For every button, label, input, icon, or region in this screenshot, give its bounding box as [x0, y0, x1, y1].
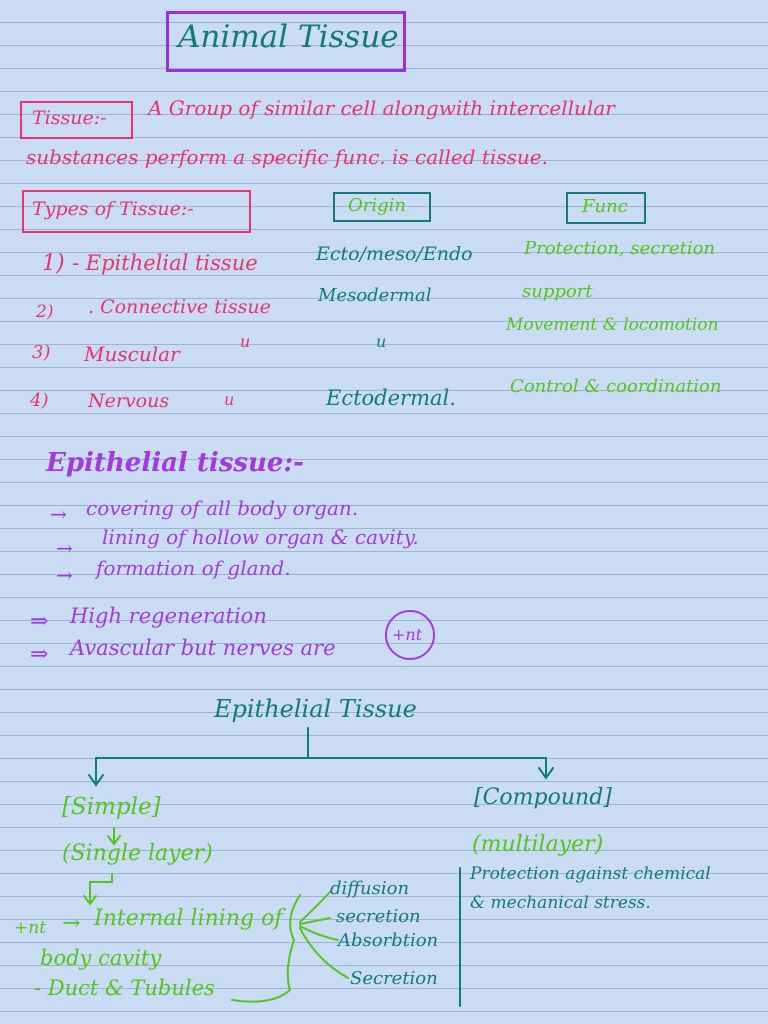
row-3-origin: u	[376, 332, 387, 351]
types-header: Types of Tissue:-	[32, 198, 194, 220]
compound-label: [Compound]	[474, 785, 612, 810]
epithelial-heading: Epithelial tissue:-	[46, 448, 304, 478]
row-2-origin: Mesodermal	[318, 285, 432, 306]
row-4-func: Control & coordination	[510, 376, 722, 397]
point-1: covering of all body organ.	[86, 496, 359, 520]
func-absorbtion: Absorbtion	[338, 930, 439, 951]
row-1-func: Protection, secretion	[524, 238, 716, 259]
compound-func-1: Protection against chemical	[470, 864, 711, 884]
internal-lining: Internal lining of	[94, 906, 283, 931]
row-2-func: support	[522, 281, 593, 302]
nt-circle	[385, 610, 435, 660]
duct-tubules: - Duct & Tubules	[34, 976, 215, 1000]
func-diffusion: diffusion	[330, 878, 410, 899]
origin-header-box	[333, 192, 431, 222]
simple-sub: (Single layer)	[62, 841, 213, 866]
func-header-box	[566, 192, 646, 224]
page-title: Animal Tissue	[178, 19, 399, 55]
row-1-origin: Ecto/meso/Endo	[316, 243, 473, 265]
nt-prefix: +nt	[14, 918, 47, 938]
tissue-label-box	[20, 101, 133, 139]
point-2: lining of hollow organ & cavity.	[102, 525, 419, 549]
fact-1-arrow: ⇒	[30, 609, 49, 634]
definition-line-2: substances perform a specific func. is c…	[26, 145, 548, 169]
compound-sub: (multilayer)	[472, 832, 604, 857]
nt-circle-text: +nt	[392, 625, 423, 644]
tissue-label: Tissue:-	[32, 107, 107, 129]
body-cavity: body cavity	[40, 946, 162, 970]
row-2-name: . Connective tissue	[88, 296, 271, 318]
row-4-number: 4)	[30, 390, 49, 411]
func-secretion-2: Secretion	[350, 968, 438, 989]
types-header-box	[22, 190, 251, 233]
row-2-number: 2)	[36, 302, 54, 322]
internal-lining-arrow: →	[62, 911, 81, 936]
title-box	[166, 11, 406, 72]
func-header: Func	[582, 196, 628, 217]
row-3-ditto: u	[240, 332, 251, 351]
point-3: formation of gland.	[96, 556, 291, 580]
row-3-name: Muscular	[84, 342, 180, 366]
row-4-ditto: u	[224, 390, 235, 409]
row-1-number: 1)	[42, 251, 65, 276]
row-1-name: - Epithelial tissue	[72, 251, 258, 275]
fact-2: Avascular but nerves are	[70, 636, 336, 660]
row-4-origin: Ectodermal.	[326, 386, 456, 410]
row-3-func: Movement & locomotion	[506, 315, 719, 335]
fact-1: High regeneration	[70, 604, 267, 628]
point-1-arrow: →	[50, 502, 67, 526]
fact-2-arrow: ⇒	[30, 642, 49, 667]
func-secretion: secretion	[336, 906, 421, 927]
diagram-root: Epithelial Tissue	[214, 695, 417, 723]
origin-header: Origin	[348, 195, 406, 216]
point-3-arrow: →	[56, 563, 73, 587]
simple-label: [Simple]	[62, 794, 161, 820]
compound-func-2: & mechanical stress.	[470, 893, 651, 913]
row-3-number: 3)	[32, 342, 51, 363]
row-4-name: Nervous	[88, 390, 170, 412]
point-2-arrow: →	[56, 536, 73, 560]
definition-line-1: A Group of similar cell alongwith interc…	[148, 96, 615, 120]
